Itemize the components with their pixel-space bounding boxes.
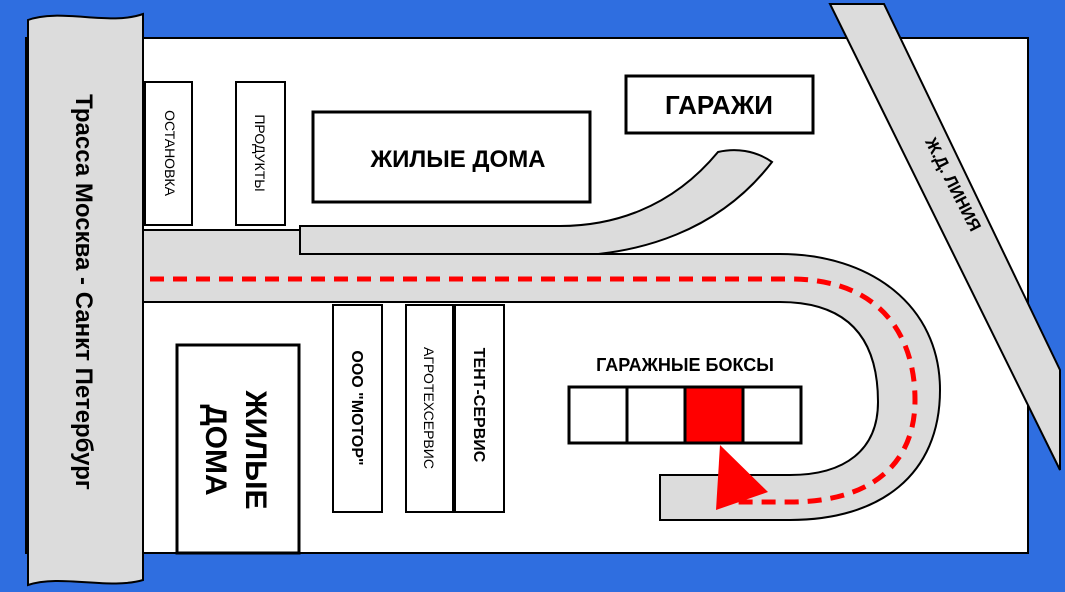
motor-label: ООО "МОТОР" [348, 350, 365, 465]
route-line [150, 276, 918, 505]
railway-line [828, 3, 1061, 471]
garage-boxes-label: ГАРАЖНЫЕ БОКСЫ [596, 355, 774, 375]
garages-block [624, 74, 815, 135]
houses-top-label: ЖИЛЫЕ ДОМА [369, 146, 545, 173]
agro-label: АГРОТЕХСЕРВИС [421, 347, 437, 469]
garages-label: ГАРАЖИ [665, 90, 773, 120]
garage-box [741, 385, 803, 445]
bus-stop-block [144, 81, 193, 226]
tent-block [454, 304, 505, 513]
highway-label: Трасса Москва - Санкт Петербург [70, 94, 97, 490]
houses-left-line2: ДОМА [199, 404, 232, 495]
tent-label: ТЕНТ-СЕРВИС [470, 348, 487, 463]
route-arrow [716, 445, 768, 510]
bus-stop-label: ОСТАНОВКА [162, 110, 178, 196]
motor-block [332, 304, 383, 513]
garage-box [625, 385, 687, 445]
highway-road [27, 12, 144, 587]
garage-boxes-row [567, 385, 803, 445]
branch-road [299, 149, 774, 257]
garage-box-target [683, 385, 745, 445]
grocery-block [235, 81, 286, 226]
houses-left-block [175, 343, 301, 555]
agro-block [405, 304, 454, 513]
garage-box [567, 385, 629, 445]
grocery-label: ПРОДУКТЫ [252, 114, 268, 191]
houses-top-block [311, 110, 592, 204]
houses-left-line1: ЖИЛЫЕ [239, 389, 272, 509]
